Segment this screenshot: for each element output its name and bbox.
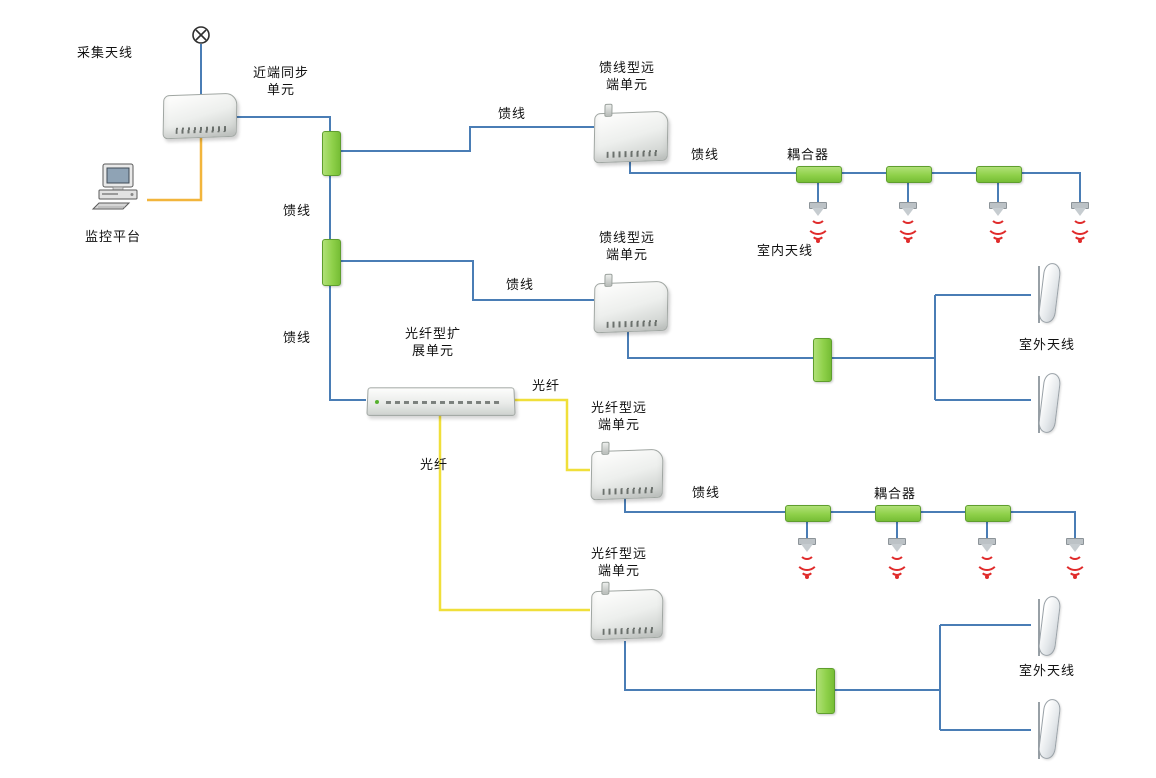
antenna-stub-icon: [604, 103, 613, 117]
splitter-1: [322, 131, 341, 176]
coupler-label-1: 耦合器: [786, 148, 829, 163]
outdoor-antenna-icon: [1032, 698, 1062, 762]
front-panel-marks: [385, 400, 501, 404]
outdoor-antenna-label-2: 室外天线: [1018, 664, 1075, 679]
collection-antenna-icon: [191, 25, 211, 49]
fiber-remote-unit-2-label: 光纤型远 端单元: [590, 547, 647, 579]
feeder-remote-unit-1-label: 馈线型远 端单元: [598, 61, 655, 93]
fiber-remote-unit-2-device: [590, 581, 664, 641]
indoor-antenna-label: 室内天线: [756, 244, 813, 259]
optical-fiber-lines: [438, 398, 590, 612]
coupler-2: [886, 166, 932, 183]
fiber-label-2: 光纤: [419, 458, 448, 473]
splitter-2: [322, 239, 341, 286]
device-vents: [606, 150, 659, 158]
feeder-cable-lines: [200, 44, 1081, 731]
indoor-antenna-icon: [805, 202, 831, 244]
feeder-label-1: 馈线: [497, 107, 526, 122]
status-led: [374, 399, 380, 404]
feeder-label-5: 馈线: [282, 331, 311, 346]
collection-antenna-label: 采集天线: [76, 46, 133, 61]
indoor-antenna-icon: [974, 538, 1000, 580]
near-end-sync-unit-device: [162, 92, 238, 140]
splitter-4: [816, 668, 835, 714]
feeder-remote-unit-2-device: [593, 273, 669, 334]
indoor-antenna-icon: [1067, 202, 1093, 244]
fiber-expansion-unit-device: [366, 387, 516, 416]
fiber-remote-unit-1-label: 光纤型远 端单元: [590, 401, 647, 433]
indoor-antenna-icon: [1062, 538, 1088, 580]
feeder-label-6: 馈线: [691, 486, 720, 501]
feeder-label-4: 馈线: [505, 278, 534, 293]
device-vents: [175, 126, 228, 134]
indoor-antenna-icon: [884, 538, 910, 580]
monitor-link-line: [147, 138, 203, 202]
antenna-stub-icon: [601, 441, 610, 455]
feeder-remote-unit-1-device: [593, 103, 669, 164]
monitoring-platform-label: 监控平台: [84, 230, 141, 245]
outdoor-antenna-icon: [1032, 262, 1062, 326]
feeder-remote-unit-2-label: 馈线型远 端单元: [598, 231, 655, 263]
indoor-antenna-icon: [794, 538, 820, 580]
coupler-1: [796, 166, 842, 183]
outdoor-antenna-icon: [1032, 595, 1062, 659]
coupler-5: [875, 505, 921, 522]
outdoor-antenna-icon: [1032, 372, 1062, 436]
antenna-stub-icon: [601, 581, 610, 595]
coupler-3: [976, 166, 1022, 183]
device-vents: [602, 627, 654, 635]
coupler-6: [965, 505, 1011, 522]
outdoor-antenna-label-1: 室外天线: [1018, 338, 1075, 353]
splitter-3: [813, 338, 832, 382]
device-vents: [606, 320, 659, 328]
indoor-antenna-icon: [895, 202, 921, 244]
indoor-antenna-icon: [985, 202, 1011, 244]
feeder-label-3: 馈线: [690, 148, 719, 163]
coupler-label-2: 耦合器: [873, 487, 916, 502]
fiber-label-1: 光纤: [531, 379, 560, 394]
near-end-sync-unit-label: 近端同步 单元: [252, 66, 309, 98]
feeder-label-2: 馈线: [282, 204, 311, 219]
fiber-expansion-unit-label: 光纤型扩 展单元: [404, 327, 461, 359]
coupler-4: [785, 505, 831, 522]
fiber-remote-unit-1-device: [590, 441, 664, 501]
device-vents: [602, 487, 654, 495]
monitoring-platform-computer-icon: [88, 162, 150, 220]
antenna-stub-icon: [604, 273, 613, 287]
